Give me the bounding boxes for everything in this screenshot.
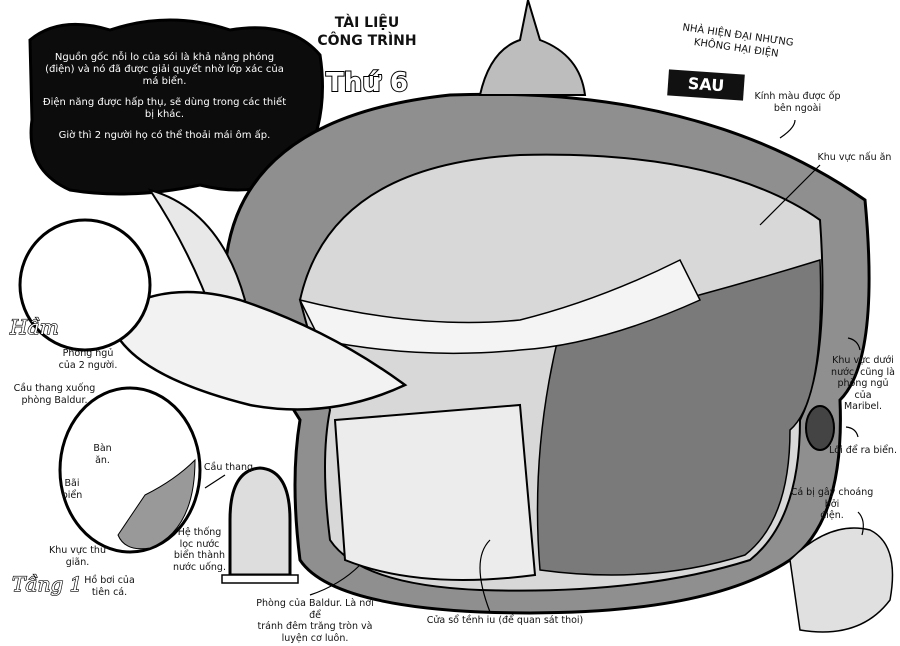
arrow-exit: [845, 426, 859, 438]
label-kitchen: Khu vực nấu ăn: [817, 152, 892, 163]
label-filter: Hệ thống lọc nước biển thành nước uống.: [172, 527, 226, 573]
label-dining: Bàn ăn.: [93, 443, 112, 466]
annotation-arrows: [204, 119, 864, 613]
sea-exit-pipe: [805, 405, 835, 451]
view-tag: SAU: [667, 69, 745, 101]
arrow-fish: [857, 511, 864, 536]
label-window: Cửa sổ tềnh iu (để quan sát thoi): [426, 615, 584, 626]
upper-floor: [298, 258, 702, 355]
label-fish: Cá bị gây choáng bởi điện.: [790, 487, 874, 521]
title-number: Thứ 6: [325, 67, 409, 99]
arrow-kitchen: [759, 164, 821, 226]
label-baldur-room: Phòng của Baldur. Là nơi để tránh đêm tr…: [256, 598, 374, 644]
stone-platform: [118, 290, 408, 411]
title-line-1: TÀI LIỆU: [334, 15, 400, 31]
label-beach: Bãi biển: [61, 478, 83, 501]
arrow-underwater: [847, 337, 861, 351]
arrow-glass: [779, 119, 796, 139]
story-paragraph: Điện năng được hấp thụ, sẽ dùng trong cá…: [42, 97, 287, 120]
arrow-window: [479, 539, 491, 613]
underwater-zone: [536, 258, 822, 576]
floor1-label: Tầng 1: [11, 571, 83, 596]
basement-label: Hầm: [9, 314, 59, 339]
label-stained-glass: Kính màu được ốp bên ngoài: [754, 91, 841, 114]
label-underwater: Khu vực dưới nước, cũng là phòng ngủ của…: [831, 355, 895, 412]
fish-net: [789, 527, 894, 633]
label-exit: Lối để ra biển.: [829, 445, 897, 456]
label-relax: Khu vực thư giãn.: [49, 545, 106, 568]
arrow-stairs: [204, 474, 226, 489]
label-stairs: Cầu thang.: [203, 462, 257, 473]
page-title: TÀI LIỆU CÔNG TRÌNH: [312, 14, 422, 50]
story-box: Nguồn gốc nỗi lo của sói là khả năng phó…: [42, 52, 287, 151]
label-pool: Hồ bơi của tiên cá.: [84, 575, 135, 598]
story-paragraph: Nguồn gốc nỗi lo của sói là khả năng phó…: [45, 52, 284, 87]
spiked-crown: [478, 0, 587, 96]
basement-inset: [18, 218, 152, 352]
story-paragraph: Giờ thì 2 người họ có thể thoải mái ôm ấ…: [58, 130, 271, 141]
label-stairs-down: Cầu thang xuống phòng Baldur.: [13, 383, 96, 406]
label-bedroom: Phòng ngủ của 2 người.: [58, 348, 118, 371]
arrow-baldur: [309, 564, 361, 596]
filter-base: [221, 574, 299, 584]
pool-area: [117, 458, 196, 550]
title-line-2: CÔNG TRÌNH: [317, 33, 417, 49]
story-frame: [28, 18, 324, 196]
baldur-room: [333, 403, 537, 581]
filter-tank: [228, 466, 292, 577]
